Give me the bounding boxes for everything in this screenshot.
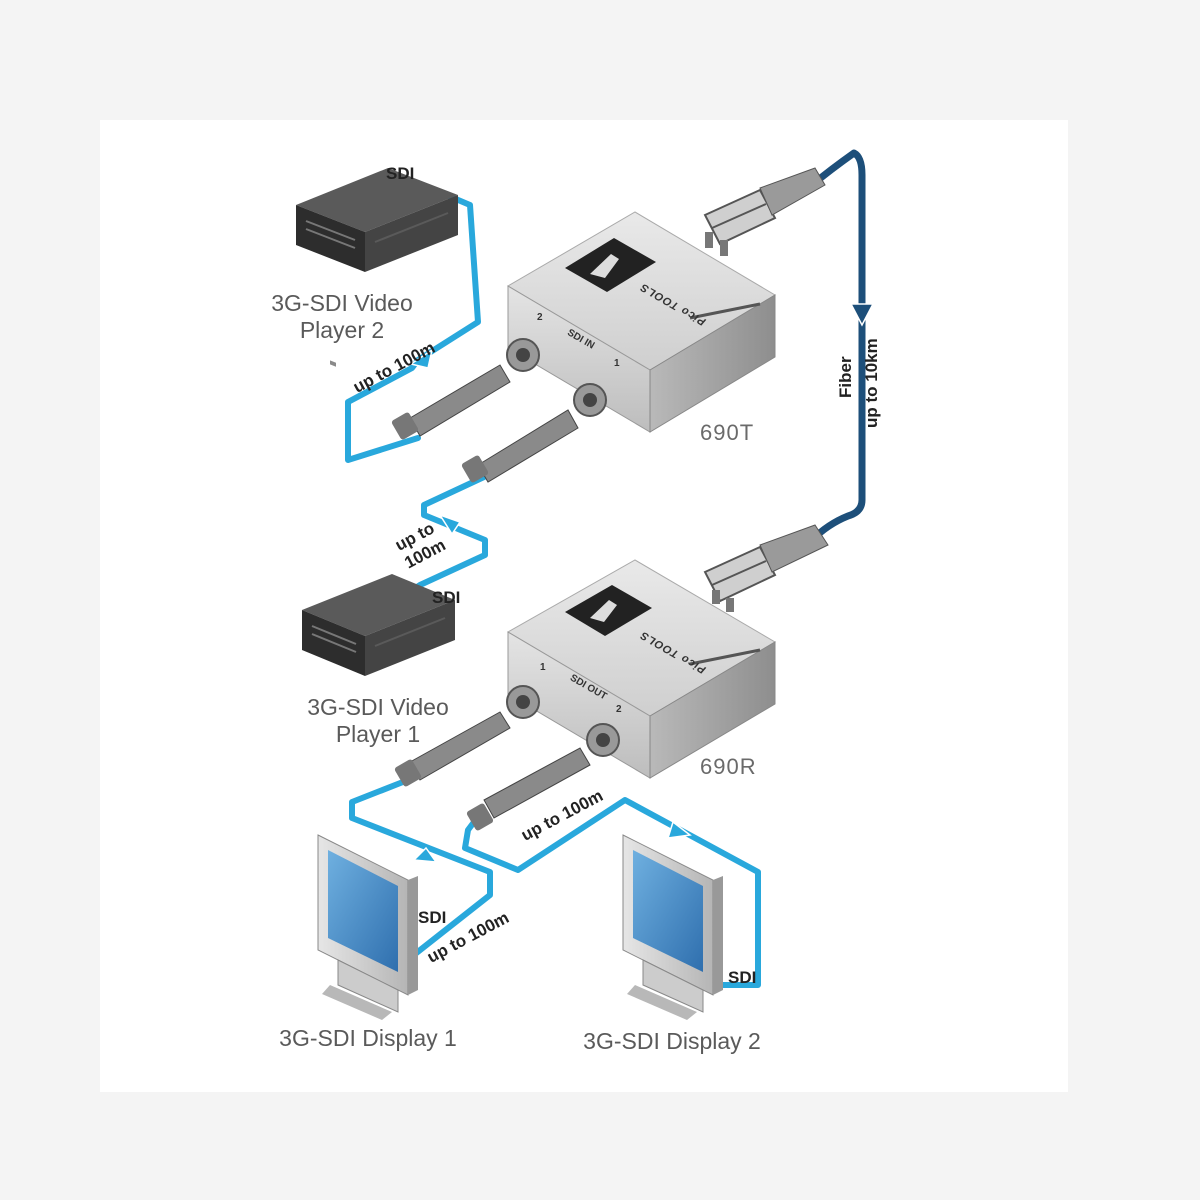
lc-fiber-connector-icon — [703, 167, 826, 256]
lc-fiber-connector-icon — [703, 524, 829, 612]
rx-port-1-label: 1 — [540, 662, 546, 673]
video-player-icon — [302, 574, 455, 676]
monitor-icon — [317, 834, 418, 1020]
sdi-cable-display2 — [462, 797, 761, 988]
bnc-connector-icon — [461, 383, 607, 483]
bnc-connector-icon — [391, 338, 540, 440]
sdi-label-display2: SDI — [728, 968, 757, 987]
tx-port-1-label: 1 — [614, 358, 620, 369]
transmitter-model-label: 690T — [700, 420, 755, 445]
arrow-icon — [849, 303, 875, 327]
arrow-icon — [409, 348, 434, 369]
sdi-label-display1: SDI — [418, 908, 447, 927]
rx-port-2-label: 2 — [616, 704, 622, 715]
tx-port-2-label: 2 — [537, 312, 543, 323]
sdi-label-player2: SDI — [386, 164, 415, 183]
sdi-label-player1: SDI — [432, 588, 461, 607]
video-player-icon — [296, 168, 458, 367]
arrow-icon — [438, 513, 462, 536]
bnc-connector-icon — [466, 723, 620, 831]
arrow-icon — [666, 820, 692, 839]
bnc-connector-icon — [394, 685, 540, 787]
fiber-label: Fiber — [836, 356, 855, 398]
monitor-icon — [622, 834, 723, 1020]
fiber-cable — [808, 149, 866, 544]
sdi-cable-display1 — [349, 777, 493, 961]
player1-label: 3G-SDI Video Player 1 — [307, 694, 449, 747]
transmitter-690t — [507, 211, 776, 433]
receiver-model-label: 690R — [700, 754, 757, 779]
player2-label: 3G-SDI Video Player 2 — [271, 290, 413, 343]
display1-label: 3G-SDI Display 1 — [279, 1025, 457, 1051]
arrow-icon — [412, 846, 438, 863]
sdi-cable-player1 — [397, 474, 488, 601]
display2-label: 3G-SDI Display 2 — [583, 1028, 761, 1054]
fiber-length-label: up to 10km — [862, 338, 881, 428]
